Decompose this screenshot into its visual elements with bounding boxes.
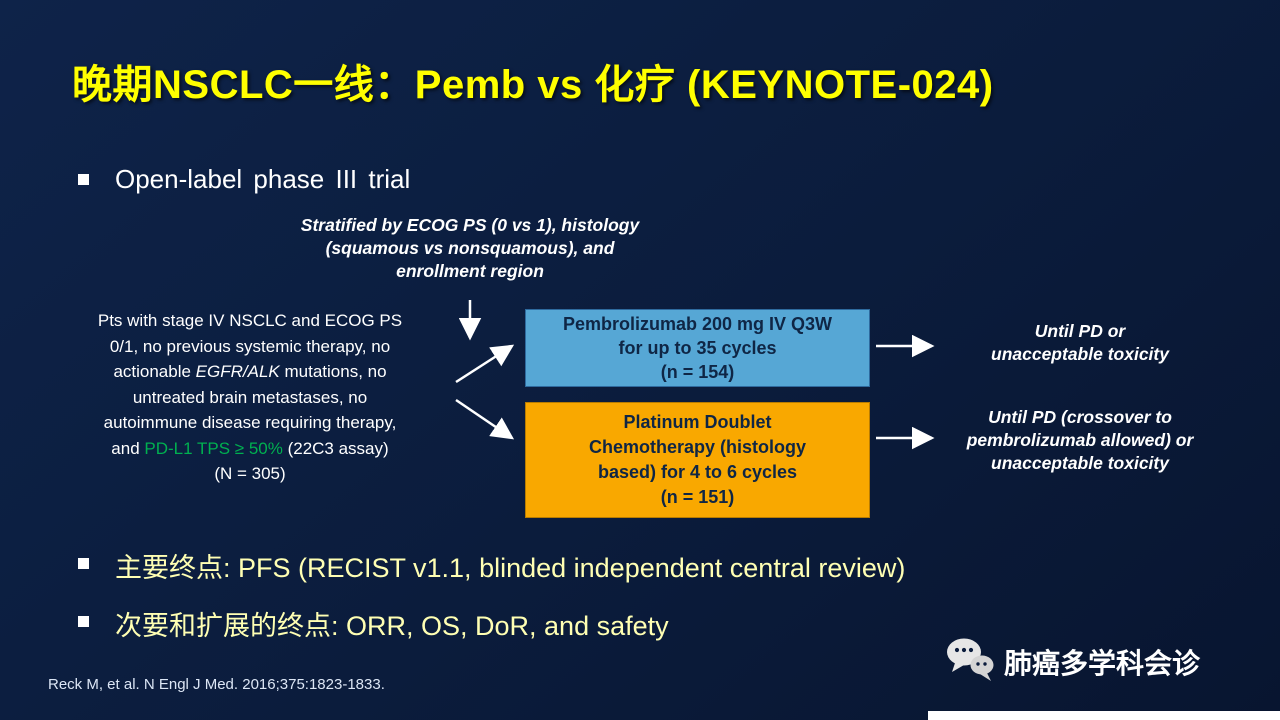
arm-n: (n = 151) <box>660 487 735 507</box>
wechat-bubbles-icon <box>944 636 996 687</box>
citation-text: Reck M, et al. N Engl J Med. 2016;375:18… <box>48 676 385 693</box>
wechat-account-name: 肺癌多学科会诊 <box>1004 647 1201 679</box>
outcome-line: Until PD or <box>1034 321 1126 341</box>
stratification-line: (squamous vs nonsquamous), and <box>325 238 615 258</box>
bullet-primary-endpoint: 主要终点: PFS (RECIST v1.1, blinded independ… <box>78 546 905 585</box>
stratification-line: enrollment region <box>396 261 544 281</box>
population-line: and PD-L1 TPS ≥ 50% (22C3 assay) <box>34 436 466 462</box>
square-bullet-icon <box>78 558 89 569</box>
arm-line: for up to 35 cycles <box>618 338 777 358</box>
population-text: actionable <box>113 362 196 381</box>
arm-line: Platinum Doublet <box>623 412 772 432</box>
population-line: actionable EGFR/ALK mutations, no <box>34 359 466 385</box>
population-line: autoimmune disease requiring therapy, <box>103 413 397 432</box>
outcome-line: unacceptable toxicity <box>991 344 1169 364</box>
population-line: 0/1, no previous systemic therapy, no <box>109 336 391 356</box>
primary-endpoint-text: 主要终点: PFS (RECIST v1.1, blinded independ… <box>115 553 906 583</box>
arm-chemotherapy-box: Platinum Doublet Chemotherapy (histology… <box>525 402 870 518</box>
secondary-endpoint-text: 次要和扩展的终点: ORR, OS, DoR, and safety <box>115 611 669 641</box>
wechat-watermark: 肺癌多学科会诊 <box>944 636 1200 687</box>
population-line: untreated brain metastases, no <box>132 387 368 407</box>
outcome-line: pembrolizumab allowed) or <box>966 430 1194 450</box>
square-bullet-icon <box>78 616 89 627</box>
pdl1-tps-highlight: PD-L1 TPS ≥ 50% <box>144 438 283 458</box>
gene-names-italic: EGFR/ALK <box>195 362 280 381</box>
arrow-to-pembrolizumab-icon <box>455 344 515 384</box>
page-title: 晚期NSCLC一线：Pemb vs 化疗 (KEYNOTE-024) <box>72 63 994 107</box>
stratification-line: Stratified by ECOG PS (0 vs 1), histolog… <box>300 215 640 235</box>
arrow-to-chemotherapy-icon <box>455 398 515 440</box>
outcome-line: unacceptable toxicity <box>991 453 1169 473</box>
arm-line: Pembrolizumab 200 mg IV Q3W <box>562 314 833 334</box>
bottom-right-bar <box>928 711 1280 720</box>
outcome-line: Until PD (crossover to <box>988 407 1172 427</box>
arm-pembrolizumab-box: Pembrolizumab 200 mg IV Q3W for up to 35… <box>525 309 870 387</box>
outcome-chemotherapy-text: Until PD (crossover to pembrolizumab all… <box>928 406 1232 475</box>
stratification-note: Stratified by ECOG PS (0 vs 1), histolog… <box>250 214 690 283</box>
population-text: and <box>111 438 145 458</box>
population-text: mutations, no <box>279 362 387 381</box>
bullet-secondary-endpoint: 次要和扩展的终点: ORR, OS, DoR, and safety <box>78 604 669 643</box>
arm-n: (n = 154) <box>660 362 735 382</box>
population-total-n: (N = 305) <box>214 464 286 483</box>
patient-population-text: Pts with stage IV NSCLC and ECOG PS 0/1,… <box>34 308 466 487</box>
population-line: Pts with stage IV NSCLC and ECOG PS <box>97 311 403 330</box>
square-bullet-icon <box>78 174 89 185</box>
bullet-open-label: Open-label phase III trial <box>78 164 410 195</box>
outcome-pembrolizumab-text: Until PD or unacceptable toxicity <box>948 320 1212 366</box>
arm-line: based) for 4 to 6 cycles <box>597 462 798 482</box>
bullet-open-label-text: Open-label phase III trial <box>115 164 411 194</box>
arm-line: Chemotherapy (histology <box>588 437 807 457</box>
population-text: (22C3 assay) <box>282 438 389 458</box>
